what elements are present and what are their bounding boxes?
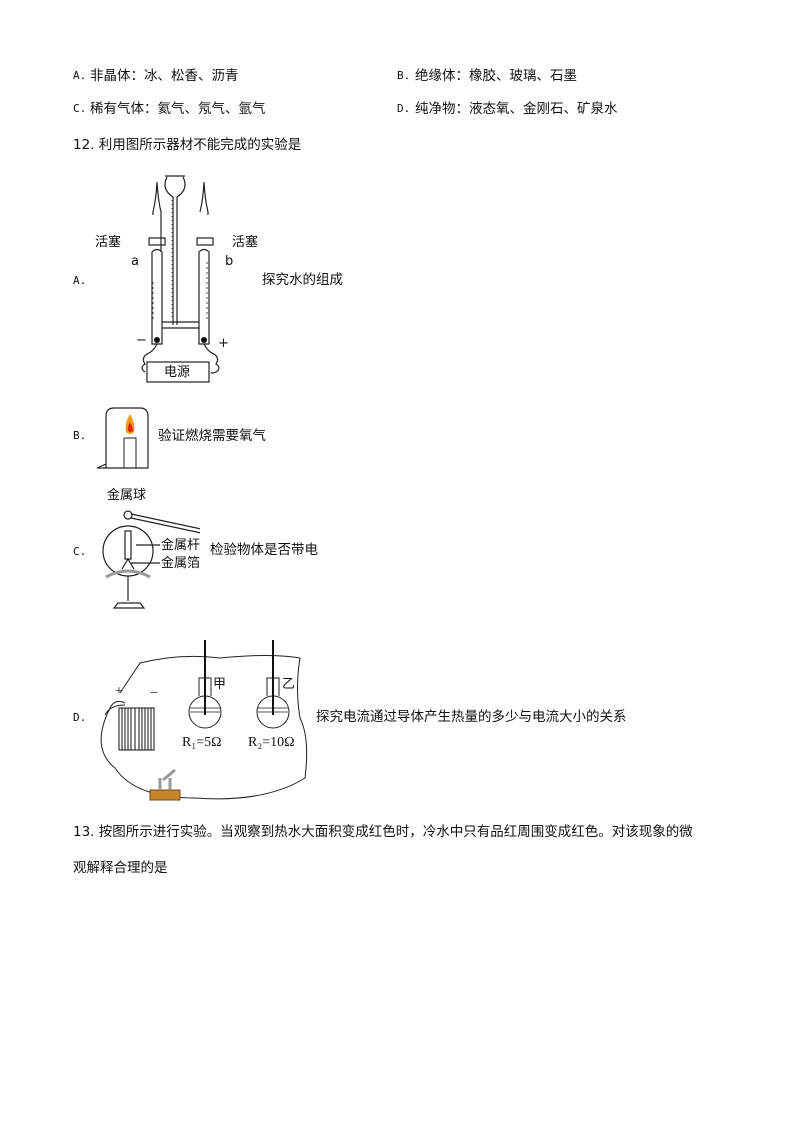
metal-ball-label: 金属球 — [107, 488, 147, 503]
flask-jia-label: 甲 — [213, 677, 227, 692]
q11-option-a-text: 非晶体：冰、松香、沥青 — [90, 68, 239, 84]
q12-option-a-text: 探究水的组成 — [262, 272, 343, 288]
q11-option-b-label: B. — [397, 69, 411, 82]
q11-option-b-text: 绝缘体：橡胶、玻璃、石墨 — [415, 68, 577, 84]
q11-option-c-text: 稀有气体：氦气、氖气、氩气 — [90, 101, 266, 117]
q12-option-c-label: C. — [73, 545, 87, 558]
water-electrolysis-figure — [141, 175, 220, 383]
resistor-r1-label: R₁=5Ω — [182, 735, 222, 750]
stopcock-right-label: 活塞 — [232, 235, 259, 250]
resistor-r2-label: R₂=10Ω — [248, 735, 295, 750]
metal-rod-label: 金属杆 — [161, 538, 201, 553]
battery-plus-label: + — [115, 684, 123, 699]
q12-option-d-label: D. — [73, 711, 87, 724]
metal-foil-label: 金属箔 — [161, 556, 201, 571]
q12-option-b-label: B. — [73, 429, 87, 442]
q12-option-a-label: A. — [73, 274, 87, 287]
circuit-figure — [100, 640, 308, 801]
plus-label: + — [218, 336, 229, 351]
q11-option-a-label: A. — [73, 69, 87, 82]
q11-option-c-label: C. — [73, 102, 87, 115]
q11-option-d-text: 纯净物：液态氧、金刚石、矿泉水 — [415, 101, 618, 117]
q11-option-d-label: D. — [397, 102, 411, 115]
q13-stem-line1: 13. 按图所示进行实验。当观察到热水大面积变成红色时，冷水中只有品红周围变成红… — [73, 824, 693, 840]
tube-a-label: a — [131, 254, 139, 269]
electroscope-figure — [102, 510, 200, 609]
candle-jar-figure — [96, 407, 149, 469]
stopcock-left-label: 活塞 — [95, 235, 122, 250]
q12-option-b-text: 验证燃烧需要氧气 — [158, 428, 266, 444]
power-supply-label: 电源 — [164, 365, 191, 380]
battery-minus-label: − — [150, 686, 158, 701]
minus-label: − — [136, 333, 147, 348]
flask-yi-label: 乙 — [282, 677, 296, 692]
q12-option-c-text: 检验物体是否带电 — [210, 542, 318, 558]
q12-stem: 12. 利用图所示器材不能完成的实验是 — [73, 137, 302, 153]
q13-stem-line2: 观解释合理的是 — [73, 860, 168, 876]
q12-option-d-text: 探究电流通过导体产生热量的多少与电流大小的关系 — [316, 709, 627, 725]
tube-b-label: b — [225, 254, 234, 269]
